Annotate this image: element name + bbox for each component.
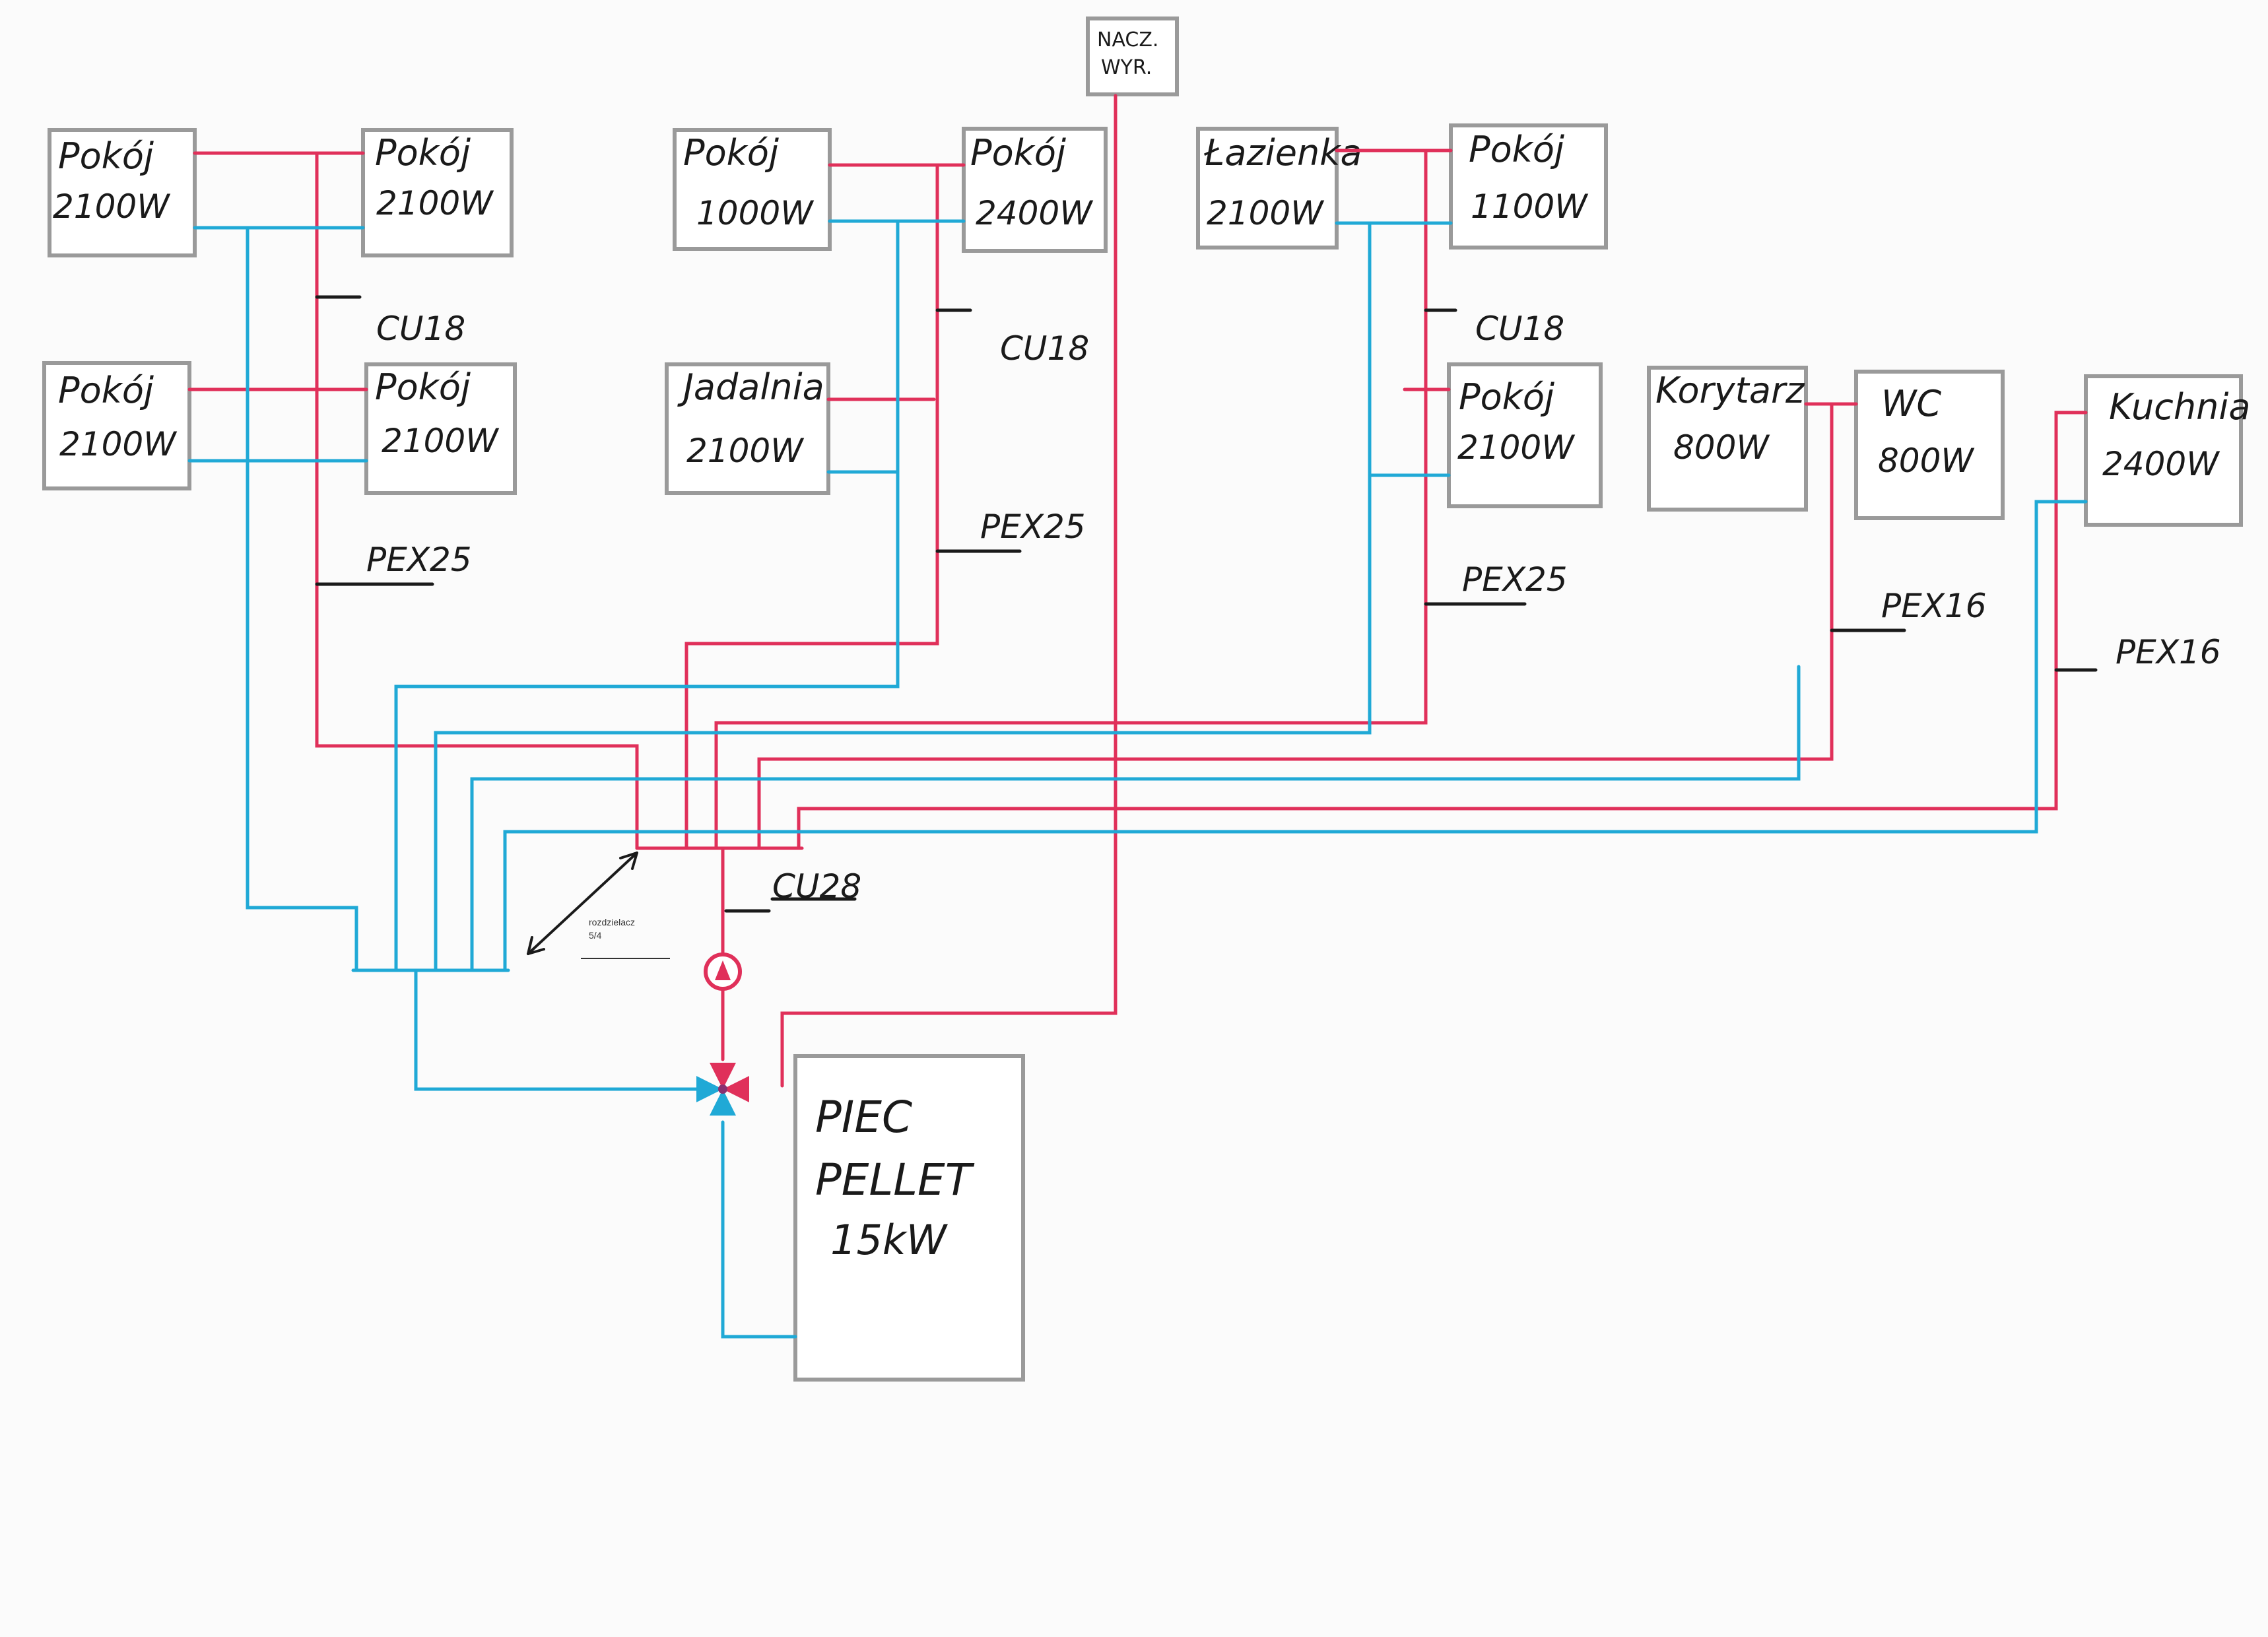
boiler-line2: PELLET [815,1154,975,1205]
room-power: 2100W [382,422,499,460]
room-power: 2100W [1207,194,1324,232]
return-pipes [187,219,2088,1339]
room-name: Pokój [375,132,471,174]
pipe-label-pex25-2: PEX25 [980,508,1086,546]
boiler-line3: 15kW [830,1216,949,1264]
room-box-9: Pokój 1100W [1449,123,1608,250]
pipe-label-cu18-1: CU18 [376,310,465,348]
room-box-1: Pokój 2100W [48,128,197,257]
room-power: 2100W [686,432,804,470]
pipe-label-pex25-1: PEX25 [366,541,472,579]
room-name: Pokój [58,135,154,177]
room-box-5: Pokój 1000W [673,128,832,251]
room-name: Pokój [1469,129,1564,170]
room-name: Pokój [1459,376,1554,418]
manifold-label-line2: 5/4 [589,930,602,941]
mixing-valve-icon [696,1063,749,1116]
pipe-label-pex25-3: PEX25 [1462,560,1568,599]
expansion-vessel: NACZ. WYR. [1086,17,1179,96]
pipe-label-cu18-3: CU18 [1475,310,1564,348]
room-power: 2100W [376,184,494,222]
vessel-line1: NACZ. [1097,28,1158,51]
pipe-label-pex16-2: PEX16 [2116,633,2221,671]
room-name: Jadalnia [677,366,824,408]
room-box-10: Pokój 2100W [1447,362,1603,508]
room-power: 800W [1878,442,1974,480]
room-box-4: Pokój 2100W [364,362,517,495]
room-box-2: Pokój 2100W [361,128,514,257]
room-power: 2400W [976,194,1093,232]
room-power: 2100W [53,187,170,226]
pipe-labels: CU18 PEX25 CU18 PEX25 CU18 PEX25 PEX16 P… [315,295,2221,913]
pipe-label-pex16-1: PEX16 [1881,587,1987,625]
room-box-6: Pokój 2400W [962,127,1108,253]
room-box-11: Korytarz 800W [1647,366,1808,512]
room-box-12: WC 800W [1854,370,2005,520]
pipe-label-cu18-2: CU18 [1000,329,1089,368]
room-power: 2100W [59,425,177,463]
supply-pipes [187,94,2088,1088]
room-name: Pokój [375,366,471,408]
room-box-8: Łazienka 2100W [1196,127,1362,250]
room-name: WC [1881,383,1941,424]
room-box-13: Kuchnia 2400W [2084,374,2250,527]
boiler-line1: PIEC [815,1092,912,1143]
pipe-label-cu28: CU28 [772,867,861,906]
room-name: Pokój [683,132,779,174]
manifold-label-line1: rozdzielacz [589,917,635,927]
room-name: Pokój [58,370,154,411]
room-name: Łazienka [1203,132,1362,174]
room-name: Korytarz [1655,370,1805,411]
room-box-3: Pokój 2100W [42,361,191,490]
room-box-7: Jadalnia 2100W [665,362,830,495]
vessel-line2: WYR. [1101,56,1152,79]
room-power: 2100W [1457,428,1575,467]
boiler: PIEC PELLET 15kW [793,1054,1025,1382]
manifold-annotation: rozdzielacz 5/4 [527,852,670,959]
room-name: Kuchnia [2109,386,2250,428]
room-power: 2400W [2102,445,2220,483]
room-power: 800W [1673,428,1770,467]
pump-icon [704,952,742,991]
room-name: Pokój [970,132,1066,174]
room-power: 1000W [696,194,814,232]
room-power: 1100W [1471,187,1588,226]
